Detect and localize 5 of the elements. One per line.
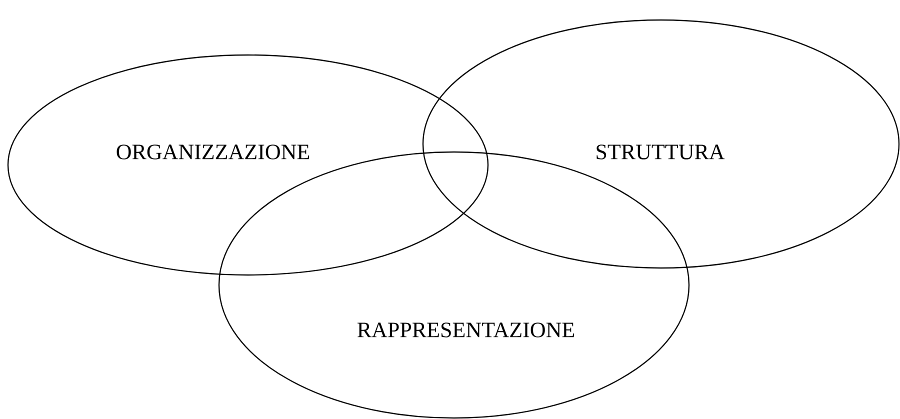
set-label: ORGANIZZAZIONE [116, 144, 310, 160]
venn-ellipse [7, 54, 489, 276]
venn-ellipse [422, 19, 900, 269]
set-label: STRUTTURA [596, 144, 725, 160]
set-label: RAPPRESENTAZIONE [358, 322, 574, 338]
